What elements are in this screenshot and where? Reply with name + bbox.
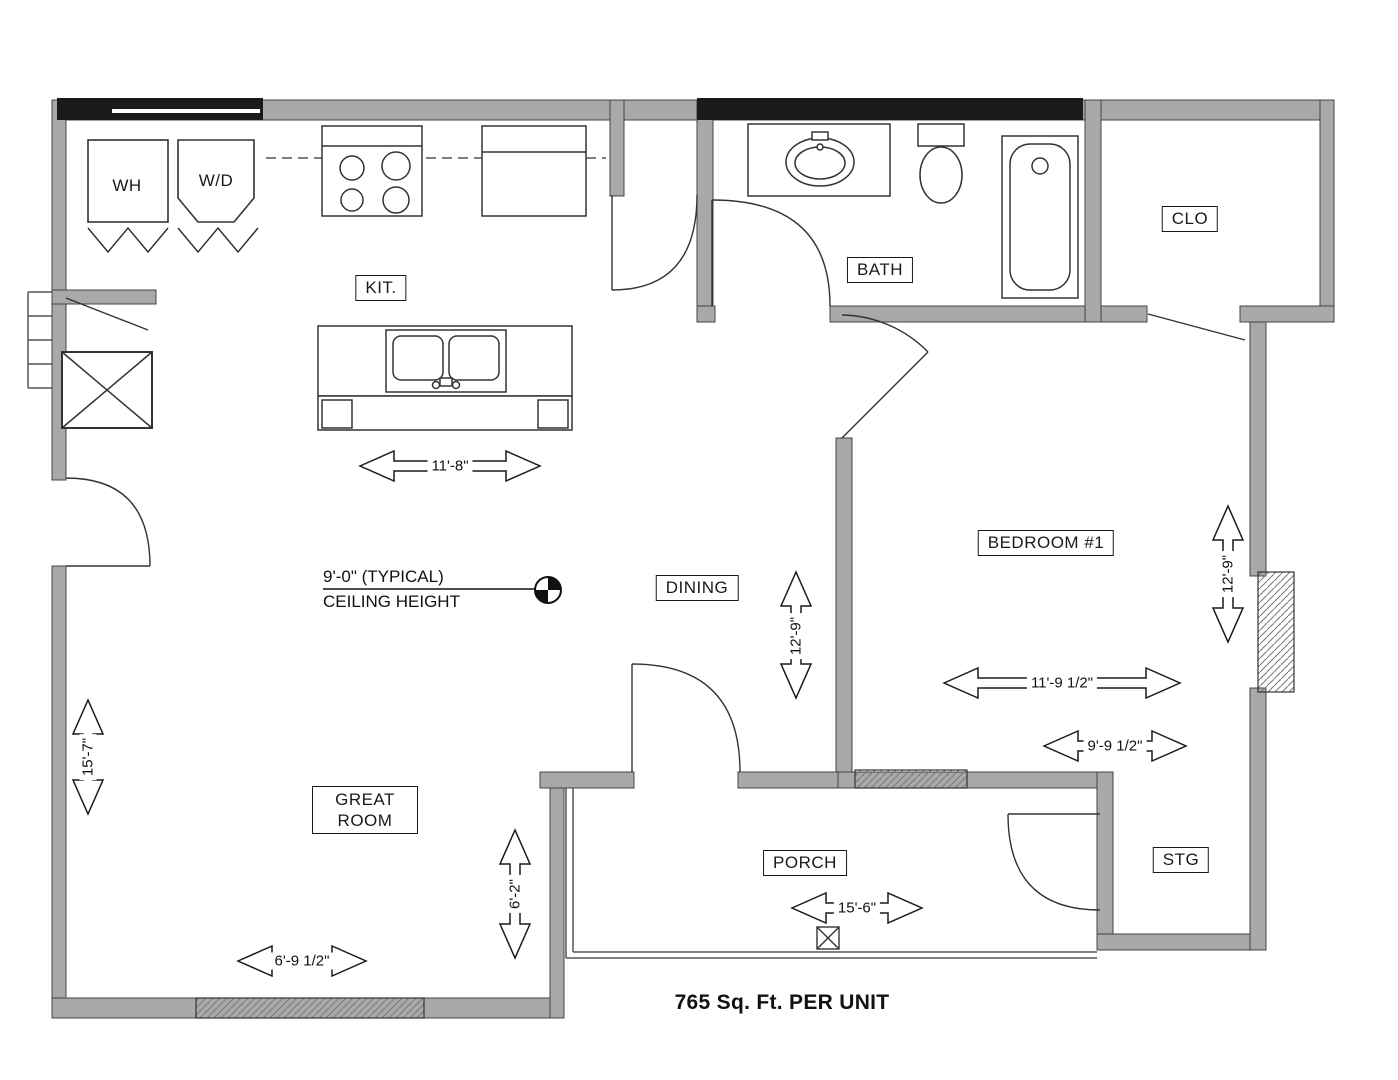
porch-post — [816, 926, 840, 950]
room-label-closet: CLO — [1161, 206, 1219, 232]
porch-outline — [565, 788, 1097, 959]
room-label-bath: BATH — [846, 257, 914, 283]
room-label-bedroom: BEDROOM #1 — [977, 530, 1115, 556]
room-label-kitchen: KIT. — [355, 275, 407, 301]
exterior-stairs — [27, 291, 52, 389]
room-label-porch: PORCH — [763, 850, 847, 876]
stair-door — [65, 297, 149, 331]
ceiling-height-note: 9'-0" (TYPICAL) CEILING HEIGHT — [323, 564, 460, 614]
kitchen-cabinet — [481, 125, 587, 217]
kitchen-island — [317, 325, 573, 431]
closet-door — [1147, 313, 1246, 341]
room-label-wd: W/D — [198, 171, 234, 190]
bifold-doors — [87, 226, 259, 254]
windows — [195, 571, 1295, 1019]
dim-bedroom-depth: 12'-9" — [1219, 550, 1237, 598]
porch-door — [631, 663, 741, 773]
bedroom-door — [841, 314, 929, 439]
washer-dryer — [177, 139, 255, 223]
room-label-wh: WH — [112, 176, 142, 195]
mechanical-shaft — [61, 351, 153, 429]
dim-great-room-niche: 6'-2" — [506, 875, 524, 913]
dim-bedroom-width: 11'-9 1/2" — [1026, 674, 1098, 692]
stove — [321, 125, 423, 217]
door-swings — [65, 194, 1246, 911]
ceiling-note-leader — [323, 576, 562, 604]
bedroom-side-window — [1257, 571, 1295, 693]
dim-dining-depth: 12'-9" — [787, 612, 805, 660]
kitchen-sink — [385, 329, 507, 393]
bath-door — [711, 199, 831, 307]
water-heater — [87, 139, 169, 223]
dim-porch-width: 15'-6" — [833, 899, 881, 917]
hall-door — [611, 194, 698, 291]
room-label-great-room: GREAT ROOM — [312, 786, 418, 834]
bathtub — [1001, 135, 1079, 299]
dim-bedroom-width2: 9'-9 1/2" — [1083, 737, 1147, 755]
bedroom-bottom-window — [854, 769, 968, 789]
unit-area-title: 765 Sq. Ft. PER UNIT — [674, 991, 890, 1014]
ceiling-note-line1: 9'-0" (TYPICAL) — [323, 567, 444, 586]
room-label-dining: DINING — [655, 575, 739, 601]
dim-great-room-depth: 15'-7" — [79, 733, 97, 781]
dim-great-room-width: 6'-9 1/2" — [270, 952, 334, 970]
bathroom-sink — [785, 131, 855, 187]
toilet — [917, 123, 965, 204]
room-label-storage: STG — [1152, 847, 1210, 873]
ceiling-note-line2: CEILING HEIGHT — [323, 592, 460, 611]
walls — [51, 99, 1335, 1019]
dim-island-width: 11'-8" — [427, 457, 473, 475]
entry-door — [65, 477, 151, 567]
great-room-window — [195, 997, 425, 1019]
storage-door — [1007, 813, 1101, 911]
top-wall-bands — [57, 98, 1083, 120]
